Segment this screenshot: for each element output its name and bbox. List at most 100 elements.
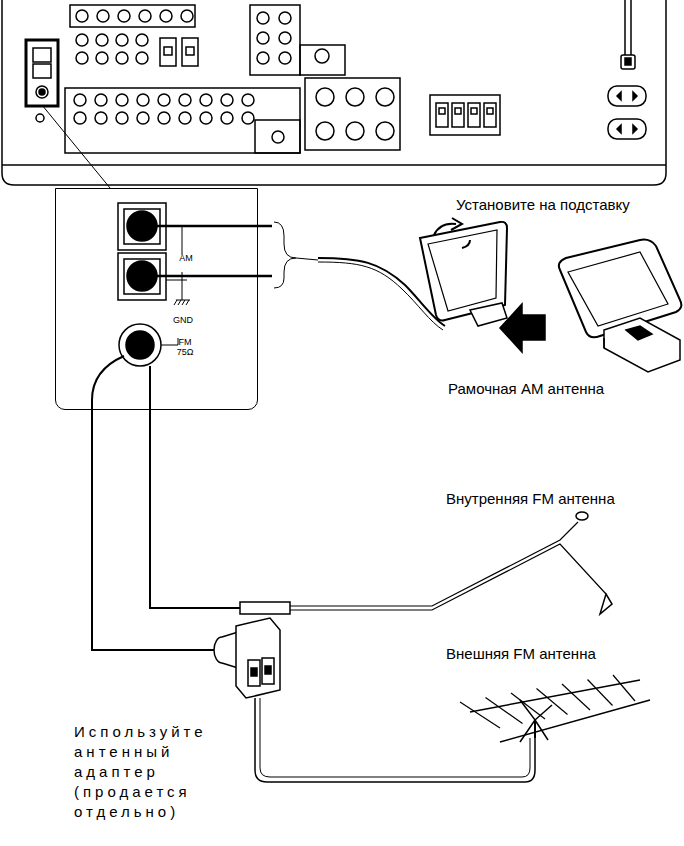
terminal-label: GND bbox=[168, 315, 198, 325]
receiver-panel bbox=[316, 88, 334, 106]
receiver-panel bbox=[137, 94, 149, 106]
receiver-panel bbox=[468, 103, 480, 127]
am-loop-antenna bbox=[470, 303, 507, 326]
indoor-fm-antenna bbox=[576, 512, 588, 520]
receiver-panel bbox=[630, 0, 632, 55]
indoor-fm-antenna bbox=[150, 366, 240, 608]
receiver-panel bbox=[430, 95, 500, 135]
outdoor-fm-antenna bbox=[486, 698, 523, 724]
receiver-panel bbox=[2, 0, 666, 185]
receiver-panel bbox=[116, 112, 128, 124]
receiver-panel bbox=[179, 112, 191, 124]
instruction-label: Установите на подставку bbox=[456, 196, 630, 214]
receiver-panel bbox=[625, 58, 631, 65]
receiver-panel bbox=[65, 88, 300, 153]
receiver-panel bbox=[26, 40, 58, 106]
receiver-panel bbox=[221, 112, 233, 124]
outdoor-fm-antenna bbox=[511, 693, 545, 719]
receiver-panel bbox=[139, 10, 151, 22]
fm-adapter bbox=[236, 618, 280, 698]
am-loop-antenna bbox=[500, 304, 545, 352]
receiver-panel bbox=[36, 86, 48, 98]
receiver-panel bbox=[95, 112, 107, 124]
outdoor-fm-antenna bbox=[460, 675, 650, 742]
am-loop-antenna bbox=[296, 258, 318, 260]
terminal-label: AM bbox=[174, 253, 198, 263]
terminal-block bbox=[182, 226, 183, 255]
receiver-panel bbox=[452, 103, 464, 127]
fm-adapter bbox=[255, 698, 535, 782]
receiver-panel bbox=[74, 112, 86, 124]
receiver-panel bbox=[455, 108, 461, 114]
receiver-panel bbox=[179, 94, 191, 106]
terminal-block bbox=[126, 331, 154, 359]
am-loop-antenna bbox=[604, 318, 680, 372]
receiver-panel bbox=[33, 48, 51, 62]
receiver-panel bbox=[95, 94, 107, 106]
receiver-panel bbox=[116, 34, 128, 46]
outdoor-fm-antenna bbox=[537, 689, 568, 715]
receiver-panel bbox=[315, 49, 329, 63]
terminal-block bbox=[174, 280, 190, 305]
receiver-panel bbox=[608, 119, 646, 139]
receiver-panel bbox=[439, 108, 445, 114]
indoor-fm-antenna bbox=[240, 602, 290, 614]
receiver-panel bbox=[2, 0, 666, 188]
receiver-panel bbox=[96, 52, 108, 64]
fm-adapter bbox=[248, 660, 260, 686]
receiver-panel bbox=[250, 5, 300, 75]
receiver-panel bbox=[116, 94, 128, 106]
part-name: Внешняя FM антенна bbox=[446, 645, 596, 663]
outdoor-fm-antenna bbox=[460, 702, 500, 728]
receiver-panel bbox=[316, 122, 334, 140]
fm-adapter bbox=[262, 658, 274, 684]
receiver-panel bbox=[621, 55, 635, 69]
receiver-panel bbox=[257, 52, 269, 64]
outdoor-fm-antenna bbox=[520, 720, 548, 742]
terminal-inset: AMGNDFM 75Ω bbox=[55, 188, 258, 410]
receiver-panel bbox=[116, 52, 128, 64]
note-label: Используйте антенный адаптер (продается … bbox=[74, 722, 224, 822]
receiver-panel bbox=[257, 12, 269, 24]
receiver-panel bbox=[96, 34, 108, 46]
am-loop-antenna bbox=[274, 222, 296, 288]
receiver-panel bbox=[436, 103, 448, 127]
receiver-panel bbox=[200, 112, 212, 124]
receiver-panel bbox=[242, 112, 254, 124]
receiver-panel bbox=[617, 125, 637, 133]
receiver-panel bbox=[2, 164, 666, 166]
receiver-panel bbox=[136, 34, 148, 46]
am-loop-antenna bbox=[568, 252, 668, 326]
receiver-panel bbox=[221, 94, 233, 106]
receiver-panel bbox=[181, 10, 193, 22]
receiver-panel bbox=[158, 94, 170, 106]
terminal-block bbox=[119, 324, 161, 366]
fm-adapter bbox=[260, 698, 530, 777]
am-loop-antenna bbox=[451, 218, 462, 230]
receiver-panel bbox=[279, 52, 291, 64]
receiver-panel bbox=[257, 32, 269, 44]
receiver-panel bbox=[136, 52, 148, 64]
receiver-panel bbox=[376, 88, 394, 106]
indoor-fm-antenna bbox=[290, 522, 578, 606]
outdoor-fm-antenna bbox=[470, 680, 650, 742]
receiver-panel bbox=[279, 12, 291, 24]
receiver-panel bbox=[76, 34, 88, 46]
part-name: Внутренняя FM антенна bbox=[446, 490, 615, 508]
outdoor-fm-antenna bbox=[588, 680, 613, 706]
am-loop-antenna bbox=[462, 240, 470, 248]
outdoor-fm-antenna bbox=[613, 675, 635, 701]
receiver-panel bbox=[118, 10, 130, 22]
receiver-panel bbox=[160, 10, 172, 22]
receiver-panel bbox=[36, 114, 44, 122]
receiver-panel bbox=[42, 105, 110, 188]
fm-adapter bbox=[251, 668, 257, 676]
receiver-panel bbox=[97, 10, 109, 22]
outdoor-fm-antenna bbox=[534, 720, 536, 738]
indoor-fm-antenna bbox=[600, 594, 612, 614]
receiver-panel bbox=[617, 92, 637, 100]
am-loop-antenna bbox=[318, 262, 443, 330]
am-loop-antenna bbox=[603, 338, 605, 348]
receiver-panel bbox=[158, 112, 170, 124]
